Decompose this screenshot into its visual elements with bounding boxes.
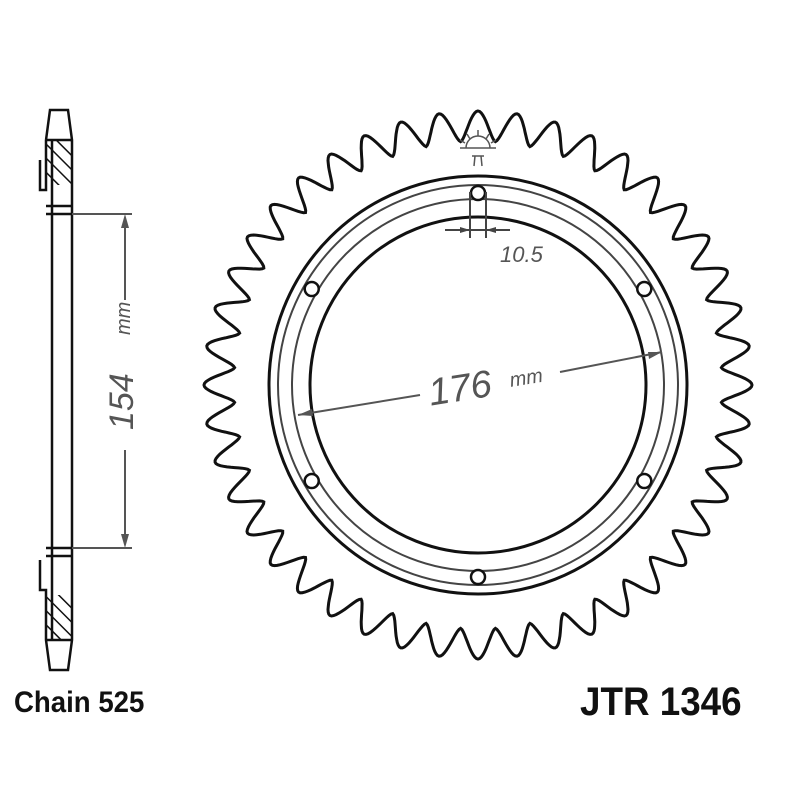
bolt-circle-unit: mm (113, 302, 135, 335)
bolt-circle-value: 154 (103, 373, 141, 430)
bolt-hole (469, 184, 487, 202)
bolt-holes (303, 184, 653, 586)
part-number: JTR 1346 (580, 680, 742, 724)
bore-value: 176 (425, 363, 495, 415)
bolt-hole (469, 568, 487, 586)
top-marker-icon (459, 130, 497, 167)
bolt-hole (636, 472, 653, 490)
bolt-hole (303, 280, 320, 298)
bolt-hole (636, 280, 653, 298)
side-profile (38, 108, 74, 672)
hole-value: 10.5 (500, 242, 544, 267)
chain-label: Chain 525 (14, 686, 145, 719)
hole-dimension (445, 192, 510, 238)
bore-unit: mm (508, 365, 544, 392)
bolt-circle-dimension (72, 213, 132, 549)
sprocket-teeth-outline (202, 109, 754, 661)
bolt-hole (303, 472, 320, 490)
bore-dimension (297, 351, 663, 416)
